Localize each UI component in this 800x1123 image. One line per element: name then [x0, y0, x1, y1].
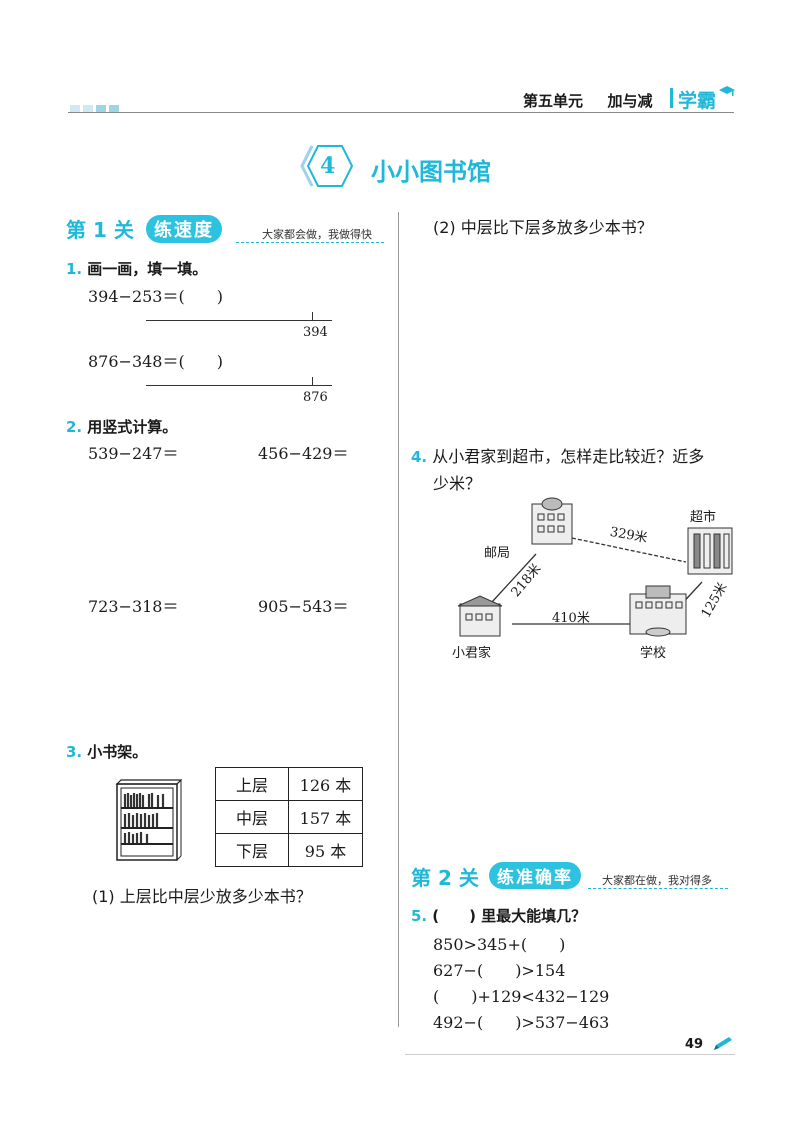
q2-number: 2.: [66, 418, 83, 436]
home-icon: [457, 595, 503, 637]
q1-numberline-1: [146, 312, 332, 322]
section2-suffix: 关: [458, 866, 479, 890]
graduation-cap-icon: [718, 84, 736, 103]
section1-prefix: 第: [66, 218, 86, 242]
header-rule: [68, 112, 734, 113]
column-divider: [398, 212, 399, 1027]
label-home: 小君家: [452, 646, 492, 661]
q5-title: ( ) 里最大能填几？: [432, 907, 587, 925]
brand-separator: [670, 88, 673, 108]
distance-home-school: 410米: [552, 611, 590, 626]
q2-heading: 2. 用竖式计算。: [66, 416, 177, 437]
q4-text-1: 从小君家到超市，怎样走比较近？近多: [432, 447, 705, 466]
q4-number: 4.: [411, 448, 428, 466]
q3-title: 小书架。: [87, 743, 148, 761]
q1-expr-1: 394−253＝( ): [88, 287, 223, 306]
q5-heading: 5. ( ) 里最大能填几？: [411, 905, 586, 926]
q3-sub2: (2) 中层比下层多放多少本书？: [433, 218, 653, 237]
section2-level: 第 2 关: [411, 862, 479, 891]
route-map: 邮局 超市 小君家 学校 329米 218米 410米 125米: [440, 490, 740, 670]
page-number: 49: [685, 1037, 704, 1052]
q2-item-4: 905−543＝: [258, 597, 349, 616]
lesson-number: 4: [320, 153, 336, 179]
brand-logo: 学霸: [678, 90, 717, 112]
q2-item-1: 539−247＝: [88, 444, 179, 463]
school-icon: [629, 585, 687, 637]
bookshelf-table: 上层 126 本 中层 157 本 下层 95 本: [215, 767, 363, 867]
table-cell-count: 126 本: [288, 767, 363, 801]
table-cell-layer: 上层: [215, 767, 289, 801]
q5-number: 5.: [411, 907, 428, 925]
q1-numberline-2: [146, 377, 332, 387]
q1-number: 1.: [66, 260, 83, 278]
section2-motto: 大家都在做，我对得多: [602, 874, 712, 887]
section1-dash: [236, 242, 384, 243]
q3-number: 3.: [66, 743, 83, 761]
q5-item-2: 627−( )>154: [433, 961, 566, 980]
q5-item-3: ( )+129<432−129: [433, 987, 610, 1006]
q1-heading: 1. 画一画，填一填。: [66, 258, 207, 279]
section1-motto: 大家都会做，我做得快: [262, 228, 372, 241]
q3-heading: 3. 小书架。: [66, 741, 147, 762]
q5-item-1: 850>345+( ): [433, 935, 566, 954]
table-cell-count: 157 本: [288, 800, 363, 834]
table-row: 上层 126 本: [215, 767, 363, 801]
q2-item-2: 456−429＝: [258, 444, 349, 463]
q2-title: 用竖式计算。: [87, 418, 178, 436]
section2-number: 2: [437, 866, 452, 890]
unit-title: 第五单元 加与减: [523, 90, 653, 111]
section2-tag: 练准确率: [489, 862, 581, 889]
table-cell-layer: 中层: [215, 800, 289, 834]
supermarket-icon: [687, 527, 733, 575]
section2-dash: [588, 888, 728, 889]
table-cell-layer: 下层: [215, 833, 289, 867]
section1-suffix: 关: [113, 218, 134, 242]
q1-title: 画一画，填一填。: [87, 260, 208, 278]
q1-tick-2: 876: [303, 390, 328, 405]
unit-topic: 加与减: [607, 92, 653, 110]
post-office-icon: [531, 497, 573, 545]
label-supermarket: 超市: [690, 510, 717, 525]
pencil-icon: [712, 1036, 734, 1056]
q4-line1: 4. 从小君家到超市，怎样走比较近？近多: [411, 443, 704, 467]
header-decoration: [70, 97, 122, 116]
q2-item-3: 723−318＝: [88, 597, 179, 616]
unit-name: 第五单元: [523, 92, 584, 110]
label-post-office: 邮局: [484, 546, 511, 561]
q3-sub1: (1) 上层比中层少放多少本书？: [92, 887, 312, 906]
q4-text-2: 少米？: [433, 474, 482, 493]
lesson-title: 小小图书馆: [371, 158, 491, 186]
section1-number: 1: [92, 218, 107, 242]
q1-tick-1: 394: [303, 325, 328, 340]
table-row: 中层 157 本: [215, 800, 363, 834]
bookshelf-illustration: [113, 778, 183, 866]
section2-prefix: 第: [411, 866, 431, 890]
footer-rule: [405, 1054, 735, 1055]
table-row: 下层 95 本: [215, 833, 363, 867]
table-cell-count: 95 本: [288, 833, 363, 867]
lesson-badge: [298, 142, 358, 194]
section1-level: 第 1 关: [66, 214, 134, 243]
section1-tag: 练速度: [146, 215, 222, 243]
q1-expr-2: 876−348＝( ): [88, 352, 223, 371]
q5-item-4: 492−( )>537−463: [433, 1013, 610, 1032]
label-school: 学校: [640, 646, 667, 661]
